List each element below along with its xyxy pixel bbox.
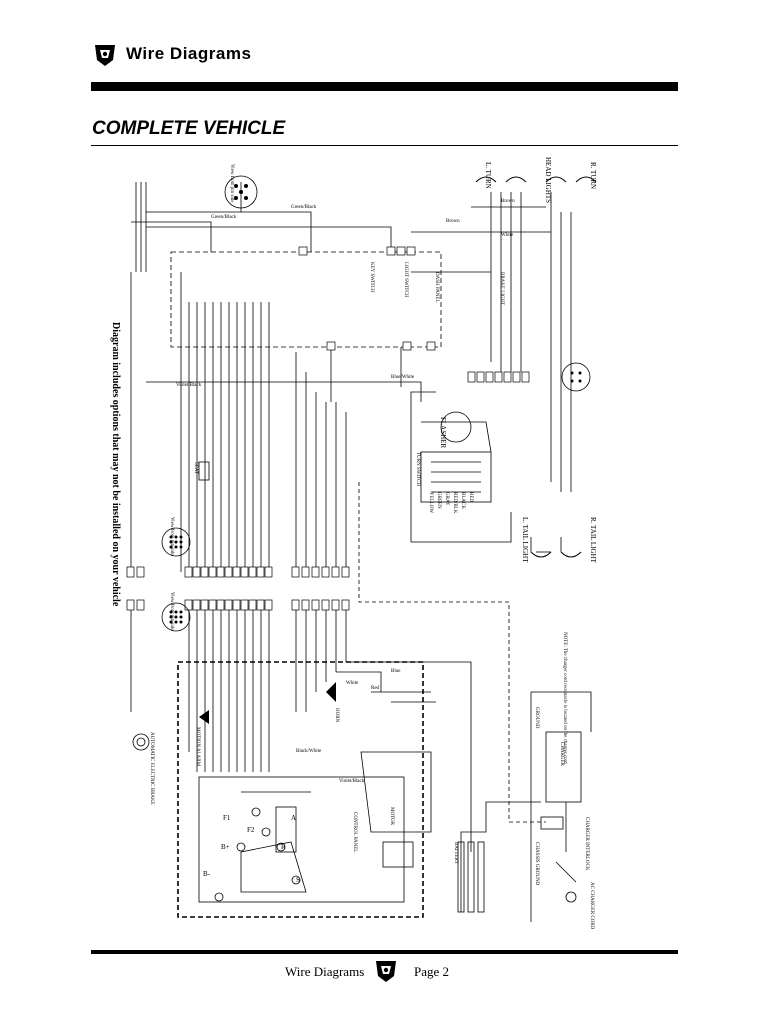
horn-label: HORN xyxy=(334,708,339,723)
head-lights-label: HEAD LIGHTS xyxy=(544,157,552,203)
terminal-b-minus: B- xyxy=(203,870,211,878)
charger-interlock-label: CHARGER INTERLOCK xyxy=(584,817,589,871)
flasher-label: FLASHER xyxy=(439,417,447,448)
turn-legend-5: RED xyxy=(468,492,473,502)
ground-label: GROUND xyxy=(534,707,539,729)
wire-label-violet-black-2: Violet/Black xyxy=(339,779,365,784)
wire-label-brown-2: Brown xyxy=(446,219,460,224)
automatic-brake-label: AUTOMATIC ELECTRIC BRAKE xyxy=(149,732,154,805)
vehicle-badge-icon xyxy=(95,45,115,66)
wire-label-brown: Brown xyxy=(501,199,515,204)
terminal-a: A xyxy=(291,814,296,822)
wire-label-green-black-2: Green/Black xyxy=(291,205,317,210)
brake-light-label: BRAKE LIGHT xyxy=(499,272,504,305)
terminal-r: R xyxy=(281,843,286,851)
header-title: Wire Diagrams xyxy=(126,44,252,63)
key-switch-label: KEY SWITCH xyxy=(369,262,374,293)
charger-note: NOTE: The charger cord receptacle is loc… xyxy=(562,632,567,764)
wire-label-black-white: Black/White xyxy=(296,749,322,754)
turn-legend-4: BLACK xyxy=(460,492,465,509)
wire-label-red: Red xyxy=(371,686,380,691)
chassis-ground-label: CHASSIS GROUND xyxy=(534,842,539,886)
light-switch-label: LIGHT SWITCH xyxy=(403,262,408,298)
pin-view-label-1: View from pin side xyxy=(169,517,174,556)
ac-charger-cord-label: AC CHARGER CORD xyxy=(589,882,594,930)
terminal-s: S xyxy=(296,876,300,884)
l-tail-light-label: L. TAIL LIGHT xyxy=(521,517,529,563)
wiring-diagram: Diagram includes options that may not be… xyxy=(110,157,597,930)
l-turn-label: L. TURN xyxy=(484,162,492,189)
battery-label: BATTERY xyxy=(453,842,458,865)
terminal-b-plus: B+ xyxy=(221,843,230,851)
turn-legend-1: GREEN xyxy=(436,492,441,509)
r-turn-label: R. TURN xyxy=(589,162,597,189)
seat-label: SEAT xyxy=(193,462,198,474)
charger-label: CHARGER xyxy=(559,742,564,767)
footer-bar xyxy=(91,950,678,954)
motion-alarm-label: MOTION ALARM xyxy=(195,727,200,767)
wire-label-white: White xyxy=(501,233,514,238)
wire-label-blue-white: Blue/White xyxy=(391,375,415,380)
control-panel-label: CONTROL PANEL xyxy=(352,812,357,852)
page-number: Page 2 xyxy=(414,964,450,979)
section-title: COMPLETE VEHICLE xyxy=(92,118,286,139)
terminal-f2: F2 xyxy=(247,826,255,834)
motor-label: MOTOR xyxy=(389,807,394,826)
turn-legend-3: RED/BLK xyxy=(452,492,457,514)
terminal-f1: F1 xyxy=(223,814,231,822)
options-note: Diagram includes options that may not be… xyxy=(110,322,121,607)
section-rule xyxy=(91,145,678,146)
turn-switch-label: TURN SWITCH xyxy=(415,452,420,486)
wire-label-blue: Blue xyxy=(391,669,401,674)
turn-legend-2: GRAY xyxy=(444,492,449,506)
wire-label-white-2: White xyxy=(346,681,359,686)
wire-label-green-black: Green/Black xyxy=(211,215,237,220)
pin-view-label-2: View from pin side xyxy=(169,592,174,631)
turn-legend-0: YELLOW xyxy=(428,492,433,513)
header-bar xyxy=(91,82,678,91)
footer-title: Wire Diagrams xyxy=(285,964,365,979)
pin-view-label-top: View from pin side xyxy=(229,164,234,203)
r-tail-light-label: R. TAIL LIGHT xyxy=(589,517,597,564)
vehicle-badge-icon xyxy=(376,961,396,982)
wire-label-violet-black: Violet/Black xyxy=(176,383,202,388)
dash-panel-label: DASH PANEL xyxy=(434,272,439,303)
